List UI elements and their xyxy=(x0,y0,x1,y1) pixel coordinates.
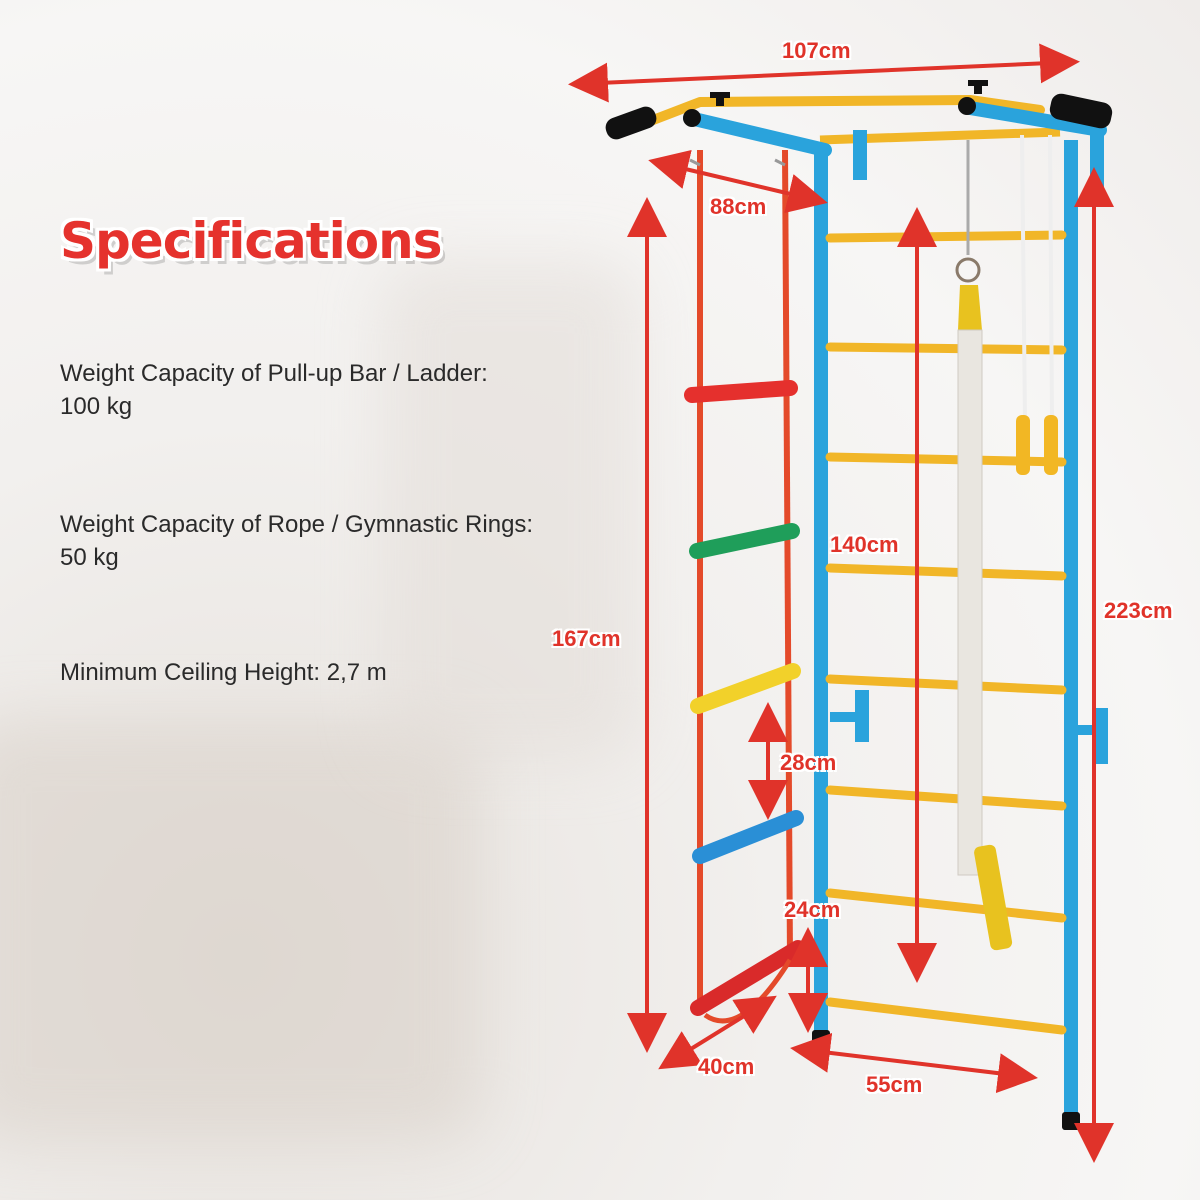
ladder-rungs xyxy=(825,230,1067,1035)
dim-rope-length: 140cm xyxy=(830,532,899,557)
spec-value: 100 kg xyxy=(60,393,133,420)
background-blur xyxy=(380,260,640,760)
page-title: Specifications xyxy=(60,212,443,270)
spec-rope-capacity: Weight Capacity of Rope / Gymnastic Ring… xyxy=(60,508,533,574)
gymnastic-rings xyxy=(1016,134,1058,475)
arrow-top-depth xyxy=(648,149,828,214)
dim-top-width: 107cm xyxy=(782,38,851,63)
spec-pullup-capacity: Weight Capacity of Pull-up Bar / Ladder:… xyxy=(60,357,488,423)
spec-label: Weight Capacity of Pull-up Bar / Ladder: xyxy=(60,360,488,387)
spec-value: 50 kg xyxy=(60,544,119,571)
arrow-ladder-width xyxy=(658,995,777,1070)
spec-label: Minimum Ceiling Height: 2,7 m xyxy=(60,659,387,686)
dim-ladder-height: 167cm xyxy=(552,626,621,651)
dim-total-height: 223cm xyxy=(1104,598,1173,623)
dim-top-depth: 88cm xyxy=(710,194,767,219)
spec-ceiling-height: Minimum Ceiling Height: 2,7 m xyxy=(60,656,387,689)
arrow-top-width xyxy=(568,43,1080,103)
grip-left xyxy=(605,106,657,140)
spec-label: Weight Capacity of Rope / Gymnastic Ring… xyxy=(60,511,534,538)
rope-ladder xyxy=(684,149,806,1024)
background-blur xyxy=(0,720,480,1140)
arrow-frame-width xyxy=(790,1032,1038,1094)
pull-up-bar xyxy=(605,80,1113,190)
dim-bottom-clearance: 24cm xyxy=(784,897,841,922)
dim-frame-width: 55cm xyxy=(866,1072,923,1097)
climbing-rope xyxy=(955,140,1013,951)
dim-ladder-width: 40cm xyxy=(698,1054,755,1079)
dimension-arrows xyxy=(568,43,1114,1163)
dim-rung-spacing: 28cm xyxy=(780,750,837,775)
